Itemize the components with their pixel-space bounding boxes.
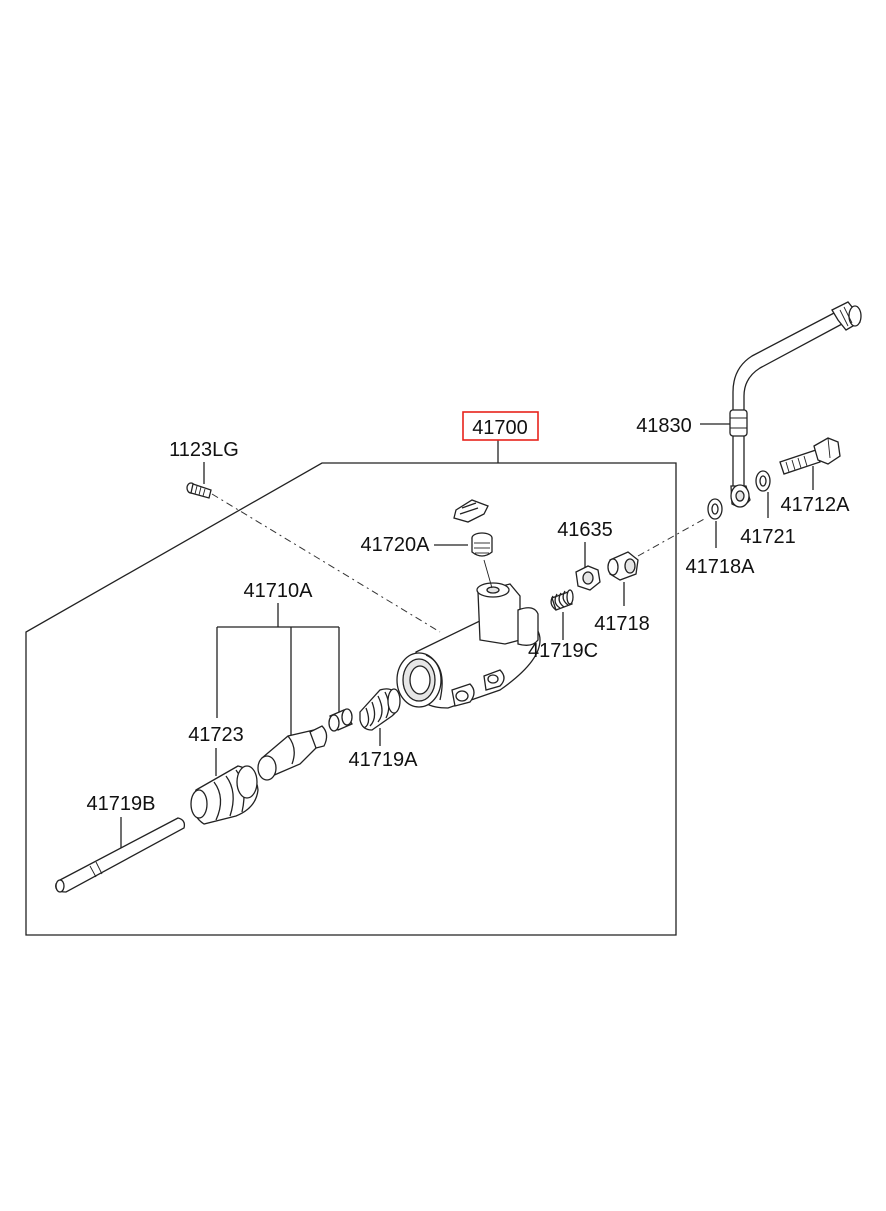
bolt-part [186, 482, 212, 499]
assembly-frame [25, 462, 677, 936]
main-assembly-highlight-box[interactable] [462, 411, 539, 441]
label-41710a[interactable]: 41710A [244, 580, 314, 602]
pushrod-part [55, 817, 186, 893]
label-41723[interactable]: 41723 [188, 724, 244, 746]
piston-part [257, 725, 328, 781]
hose-part [729, 301, 862, 508]
label-41719b[interactable]: 41719B [87, 793, 156, 815]
label-41712a[interactable]: 41712A [781, 494, 851, 516]
bolt-centerline [211, 493, 441, 633]
label-41718a[interactable]: 41718A [686, 556, 756, 578]
retainer-part [607, 551, 639, 581]
label-41700[interactable]: 41700 [472, 417, 528, 439]
label-41720a[interactable]: 41720A [361, 534, 431, 556]
bleeder-axis [483, 559, 493, 589]
bleeder-screw-part [471, 532, 493, 557]
bleeder-cap-part [453, 499, 489, 523]
kit-bracket [216, 603, 340, 736]
nut-part [575, 565, 601, 591]
union-bolt-part [779, 437, 841, 475]
label-41830[interactable]: 41830 [636, 415, 692, 437]
label-41718[interactable]: 41718 [594, 613, 650, 635]
retainer-centerline [637, 517, 707, 557]
boot-part [359, 688, 401, 731]
label-41719c[interactable]: 41719C [528, 640, 598, 662]
spring-part [550, 589, 574, 611]
label-41719a[interactable]: 41719A [349, 749, 419, 771]
cup-seal-part [190, 765, 259, 825]
cylinder-body [396, 582, 541, 709]
label-41635[interactable]: 41635 [557, 519, 613, 541]
label-41721[interactable]: 41721 [740, 526, 796, 548]
label-1123lg[interactable]: 1123LG [169, 439, 239, 461]
seal-ring-part [328, 708, 353, 732]
